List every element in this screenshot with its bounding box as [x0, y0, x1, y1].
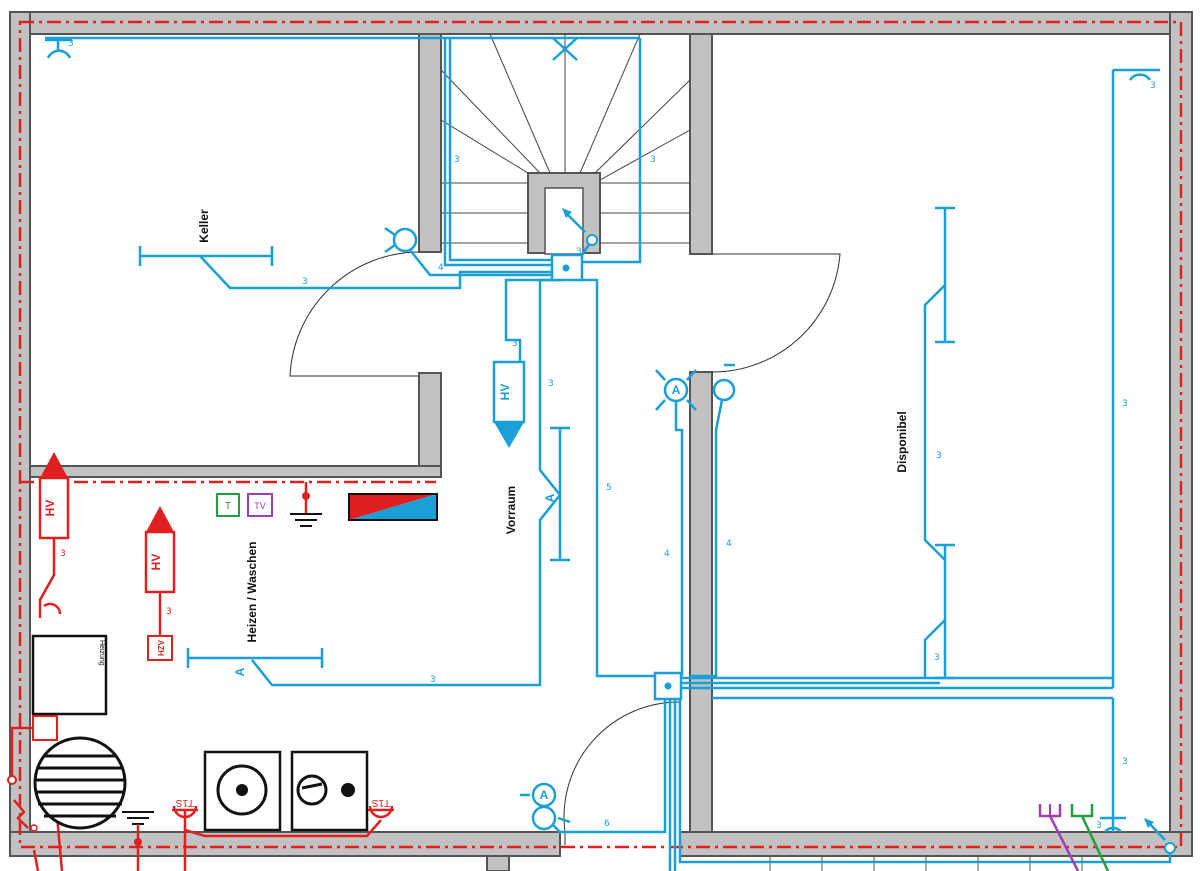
hzv-box: HZV	[147, 635, 173, 661]
tv-outlet-icon	[1038, 804, 1080, 871]
wall-keller-bottom	[29, 465, 442, 478]
wall-outlet-icon	[1100, 816, 1126, 833]
cable-count: 3	[68, 39, 74, 49]
t1s-label: T1S	[176, 797, 195, 808]
cable-count: 4	[438, 263, 444, 273]
electrical-devices: A A HV A A	[45, 37, 1176, 854]
hv-distribution-red: HV	[144, 506, 176, 594]
cable-count-labels: 3 3 3 3 4 3 3 3 5 4 4 3 3 3 3 3 3 6 3 3 …	[60, 39, 1156, 831]
staircase	[440, 33, 691, 244]
cable-count-red: 3	[166, 607, 172, 617]
room-label-heizen-waschen: Heizen / Waschen	[245, 542, 259, 643]
door-heizen	[563, 701, 681, 833]
door-keller	[289, 251, 420, 377]
ceiling-lamp-icon	[552, 37, 578, 61]
hzv-label: HZV	[157, 639, 166, 656]
device-label-a: A	[672, 383, 681, 397]
electrical-wiring	[45, 36, 1172, 871]
switch-with-a-icon: A	[520, 782, 571, 831]
stair-core-opening	[544, 187, 584, 255]
outlet-t1s-left: T1S	[172, 797, 198, 871]
outlet-t1s-right: T1S	[368, 797, 394, 819]
cable-count: 3	[1096, 821, 1102, 831]
ground-icon	[290, 482, 322, 527]
ground-icon	[122, 811, 154, 871]
cable-count: 3	[1122, 399, 1128, 409]
device-label-a: A	[540, 788, 549, 802]
cable-count-red: 3	[60, 549, 66, 559]
tank-icon	[33, 736, 127, 830]
cable-count: 3	[936, 451, 942, 461]
walls	[9, 11, 1193, 871]
doors	[289, 251, 841, 845]
service-equipment: HV HV HZV T TV	[7, 452, 1110, 871]
switch-icon	[384, 226, 418, 254]
switch-with-a-icon: A	[655, 369, 697, 411]
hv-distribution-red: HV	[38, 452, 70, 540]
cable-count: 3	[430, 675, 436, 685]
wall-stub-bottom	[486, 855, 510, 871]
cable-count: 3	[454, 155, 460, 165]
hv-distribution-blue: HV	[492, 360, 526, 448]
heating-unit: Heizung	[31, 634, 108, 716]
room-label-disponibel: Disponibel	[895, 411, 909, 472]
cable-count: 3	[934, 653, 940, 663]
cable-count: 5	[606, 483, 612, 493]
lamp-label-a: A	[233, 667, 247, 676]
room-label-keller: Keller	[197, 209, 211, 243]
control-box	[32, 715, 58, 741]
telephone-box: T	[216, 493, 240, 517]
washing-machine	[203, 750, 282, 832]
tv-box: TV	[247, 493, 273, 517]
room-label-vorraum: Vorraum	[504, 486, 518, 534]
cable-count: 3	[576, 247, 582, 257]
wall-bottom-right	[679, 831, 1193, 857]
wall-disponibel-left-lower	[689, 371, 713, 833]
cable-count: 3	[548, 379, 554, 389]
room-labels: Keller Vorraum Disponibel Heizen / Wasch…	[197, 209, 909, 642]
hv-label: HV	[498, 384, 512, 401]
bottom-strip	[680, 855, 1170, 871]
hv-label: HV	[149, 554, 163, 571]
switch-icon	[712, 363, 736, 402]
zone-boundaries	[18, 20, 1183, 849]
telephone-outlet-icon	[1070, 804, 1110, 871]
hv-label: HV	[43, 500, 57, 517]
cable-count: 3	[1122, 757, 1128, 767]
wall-keller-right-lower	[418, 372, 442, 476]
wall-disponibel-left-upper	[689, 33, 713, 255]
dryer	[290, 750, 369, 832]
cable-count: 3	[512, 339, 518, 349]
cable-count: 3	[650, 155, 656, 165]
tv-label: TV	[254, 501, 266, 511]
wall-keller-right-upper	[418, 33, 442, 253]
telephone-label: T	[225, 501, 231, 512]
lamp-label-a: A	[543, 493, 557, 502]
boiler-symbol	[348, 493, 438, 521]
cable-count: 3	[1150, 81, 1156, 91]
heizung-label: Heizung	[98, 640, 105, 666]
cable-count: 6	[604, 819, 610, 829]
door-disponibel	[711, 253, 841, 373]
ceiling-outlet-icon	[45, 38, 72, 59]
wall-outlet-icon	[1113, 68, 1160, 81]
cable-count: 3	[302, 277, 308, 287]
t1s-label: T1S	[372, 797, 391, 808]
cable-count: 4	[726, 539, 732, 549]
cable-count: 4	[664, 549, 670, 559]
